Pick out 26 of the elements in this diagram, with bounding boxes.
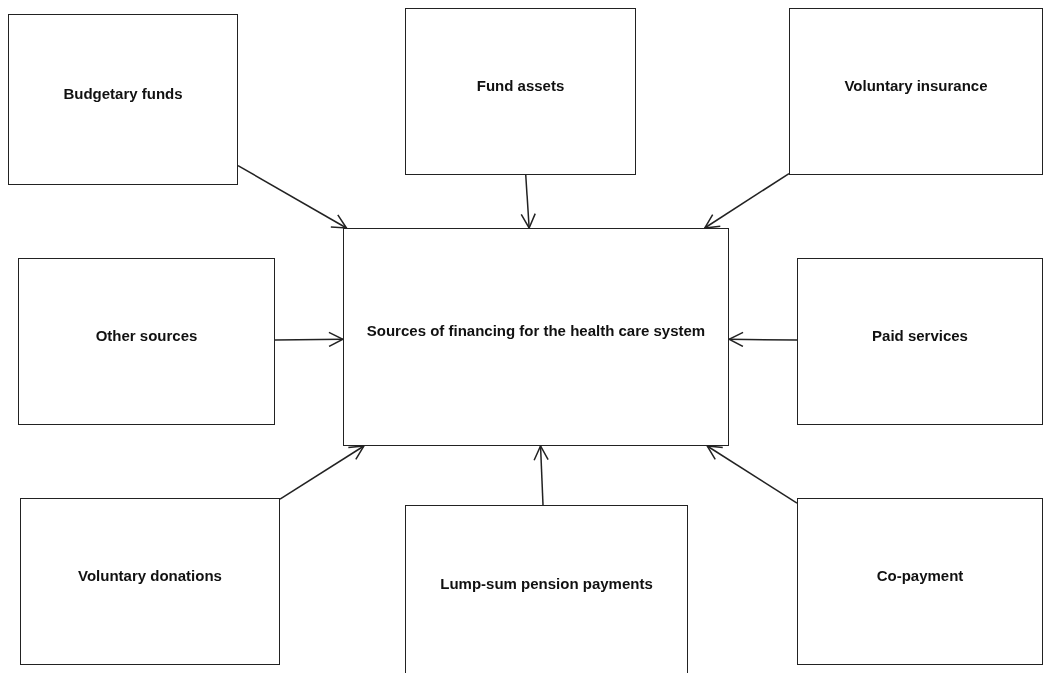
process-box <box>789 8 1043 175</box>
process-box <box>405 8 636 175</box>
box-label: Co-payment <box>876 565 964 586</box>
process-box <box>797 498 1043 665</box>
box-label: Budgetary funds <box>63 83 183 104</box>
box-label: Lump-sum pension payments <box>440 573 653 594</box>
process-box <box>343 228 729 446</box>
process-box <box>8 14 238 185</box>
box-label: Other sources <box>95 325 198 346</box>
process-box <box>18 258 275 425</box>
arrow <box>237 164 348 229</box>
arrow <box>520 174 536 229</box>
process-box <box>797 258 1043 425</box>
arrow <box>274 331 344 348</box>
arrow <box>533 445 549 506</box>
box-label: Sources of financing for the health care system <box>366 321 706 342</box>
box-label: Voluntary donations <box>78 565 222 586</box>
box-label: Fund assets <box>476 75 565 96</box>
arrow <box>728 331 798 348</box>
arrow <box>703 172 790 229</box>
box-label: Paid services <box>872 325 968 346</box>
arrow <box>706 445 798 504</box>
arrow <box>279 445 365 500</box>
process-box <box>20 498 280 665</box>
process-box <box>405 505 688 673</box>
box-label: Voluntary insurance <box>844 75 988 96</box>
